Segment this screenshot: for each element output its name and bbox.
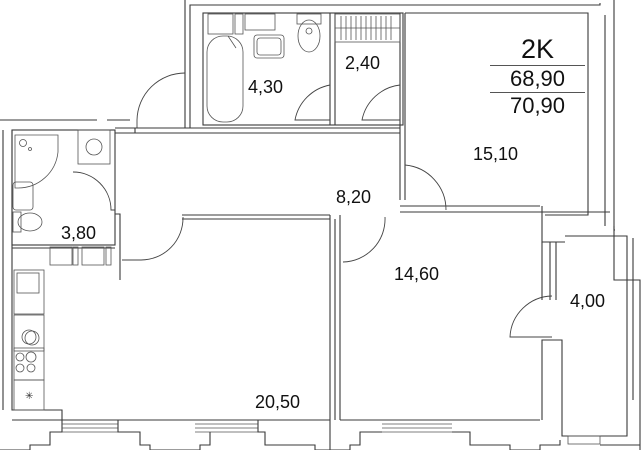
room-area-kitchen-living: 20,50 xyxy=(255,392,301,412)
bathroom-block xyxy=(202,12,406,200)
apartment-total-area: 70,90 xyxy=(509,93,566,118)
apartment-summary: 2K 68,90 70,90 xyxy=(490,34,585,118)
bedroom-block xyxy=(405,12,589,216)
room-area-balcony: 4,00 xyxy=(570,291,606,311)
shower-room-block xyxy=(11,129,116,266)
kitchen-block: ✳ xyxy=(12,269,330,421)
room-area-bedroom: 15,10 xyxy=(473,144,519,164)
apartment-living-area: 68,90 xyxy=(509,66,566,91)
divider xyxy=(490,92,585,93)
entrance-door xyxy=(136,72,186,128)
room-area-wardrobe: 2,40 xyxy=(345,53,381,73)
room-area-bathroom: 4,30 xyxy=(248,77,284,97)
room-area-shower-room: 3,80 xyxy=(61,223,97,243)
windows xyxy=(0,420,640,450)
divider xyxy=(490,65,585,66)
room-area-bedroom-2: 14,60 xyxy=(394,264,440,284)
svg-text:✳: ✳ xyxy=(25,391,33,402)
bedroom-2-block xyxy=(340,206,634,445)
apartment-type: 2K xyxy=(520,34,555,64)
room-area-hallway: 8,20 xyxy=(336,187,372,207)
hallway-walls xyxy=(115,127,610,450)
